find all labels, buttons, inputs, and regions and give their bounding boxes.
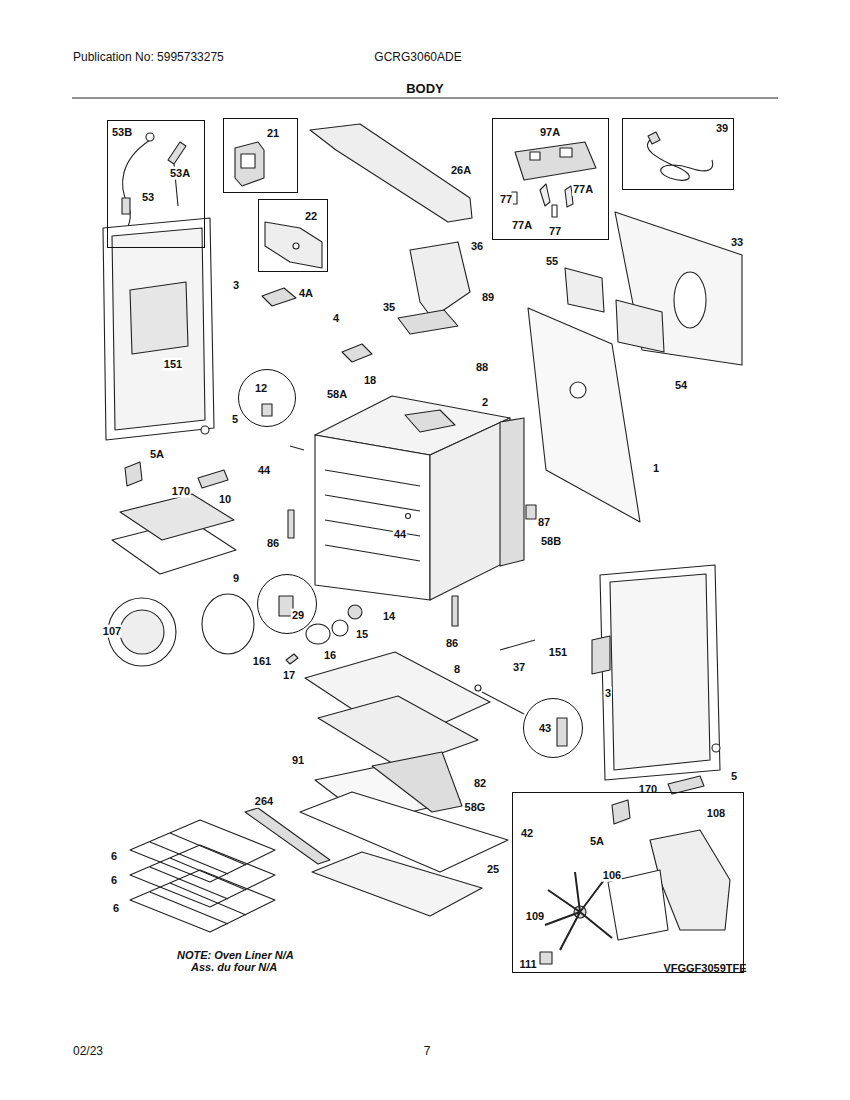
inset-box: 21 [223, 118, 298, 193]
callout-number: 58G [464, 801, 487, 814]
callout-number: 58A [326, 388, 348, 401]
callout-number: 89 [481, 291, 495, 304]
callout-number: 1 [652, 462, 660, 475]
inset-box: 97A 77 77A 77A 77 [492, 118, 609, 240]
header-text: 02/23 [72, 1045, 104, 1059]
callout-number: 53B [111, 126, 133, 139]
callout-number: 6 [110, 874, 118, 887]
callout-number: 6 [112, 902, 120, 915]
callout-number: 107 [102, 625, 122, 638]
callout-number: 17 [282, 669, 296, 682]
callout-number: 33 [730, 236, 744, 249]
callout-number: 37 [512, 661, 526, 674]
callout-number: 170 [171, 485, 191, 498]
callout-number: 161 [252, 655, 272, 668]
callout-number: 5A [589, 835, 605, 848]
callout-number: 97A [539, 126, 561, 139]
callout-number: 53 [141, 191, 155, 204]
callout-number: 4 [332, 312, 340, 325]
callout-number: 8 [453, 663, 461, 676]
callout-number: 4A [298, 287, 314, 300]
callout-number: 77A [511, 219, 533, 232]
callout-number: 16 [323, 649, 337, 662]
note-text: Ass. du four N/A [190, 961, 278, 974]
callout-number: 108 [706, 807, 726, 820]
callout-number: 77 [548, 225, 562, 238]
callout-number: 77 [499, 193, 513, 206]
callout-number: 88 [475, 361, 489, 374]
inset-box: 22 [258, 199, 328, 272]
note-text: NOTE: Oven Liner N/A [176, 949, 295, 962]
callout-number: 58B [540, 535, 562, 548]
detail-circle: 43 [523, 698, 583, 758]
callout-number: 5A [149, 448, 165, 461]
callout-number: 86 [266, 537, 280, 550]
callout-number: 9 [232, 572, 240, 585]
callout-number: 14 [382, 610, 396, 623]
callout-number: 151 [163, 358, 183, 371]
inset-box: 108 106 109 111 [512, 792, 744, 973]
callout-number: 22 [304, 210, 318, 223]
callout-number: 44 [257, 464, 271, 477]
callout-number: 54 [674, 379, 688, 392]
header-text: GCRG3060ADE [373, 51, 462, 65]
callout-number: 91 [291, 754, 305, 767]
inset-box: 53B 53A 53 [107, 120, 205, 248]
callout-number: 43 [538, 722, 552, 735]
callout-number: 109 [525, 910, 545, 923]
callout-number: 82 [473, 777, 487, 790]
callout-number: 6 [110, 850, 118, 863]
header-text: 7 [423, 1045, 432, 1059]
callout-number: 26A [450, 164, 472, 177]
callout-number: 55 [545, 255, 559, 268]
callout-number: 86 [445, 637, 459, 650]
callout-number: 53A [169, 167, 191, 180]
callout-number: 44 [393, 528, 407, 541]
callout-number: 10 [218, 493, 232, 506]
section-title: BODY [406, 81, 444, 96]
callout-number: 170 [638, 783, 658, 796]
detail-circle: 12 [238, 369, 296, 427]
callout-number: 39 [715, 122, 729, 135]
inset-box: 39 [622, 118, 734, 190]
callout-number: 111 [518, 958, 537, 971]
callout-number: 5 [730, 770, 738, 783]
callout-number: 106 [602, 869, 622, 882]
callout-number: 151 [548, 646, 568, 659]
callout-number: 3 [604, 687, 612, 700]
callout-number: 77A [572, 183, 594, 196]
callout-number: 29 [291, 609, 305, 622]
callout-number: 18 [363, 374, 377, 387]
detail-circle: 29 [257, 574, 317, 634]
callout-number: 21 [266, 127, 280, 140]
callout-number: 2 [481, 396, 489, 409]
header-text: Publication No: 5995733275 [72, 51, 225, 65]
callout-number: 35 [382, 301, 396, 314]
callout-number: 25 [486, 863, 500, 876]
callout-number: 12 [254, 382, 268, 395]
callout-number: 5 [231, 413, 239, 426]
callout-number: 264 [254, 795, 274, 808]
callout-number: 15 [355, 628, 369, 641]
callout-number: 36 [470, 240, 484, 253]
callout-number: 87 [537, 516, 551, 529]
callout-number: 42 [520, 827, 534, 840]
callout-number: 3 [232, 279, 240, 292]
